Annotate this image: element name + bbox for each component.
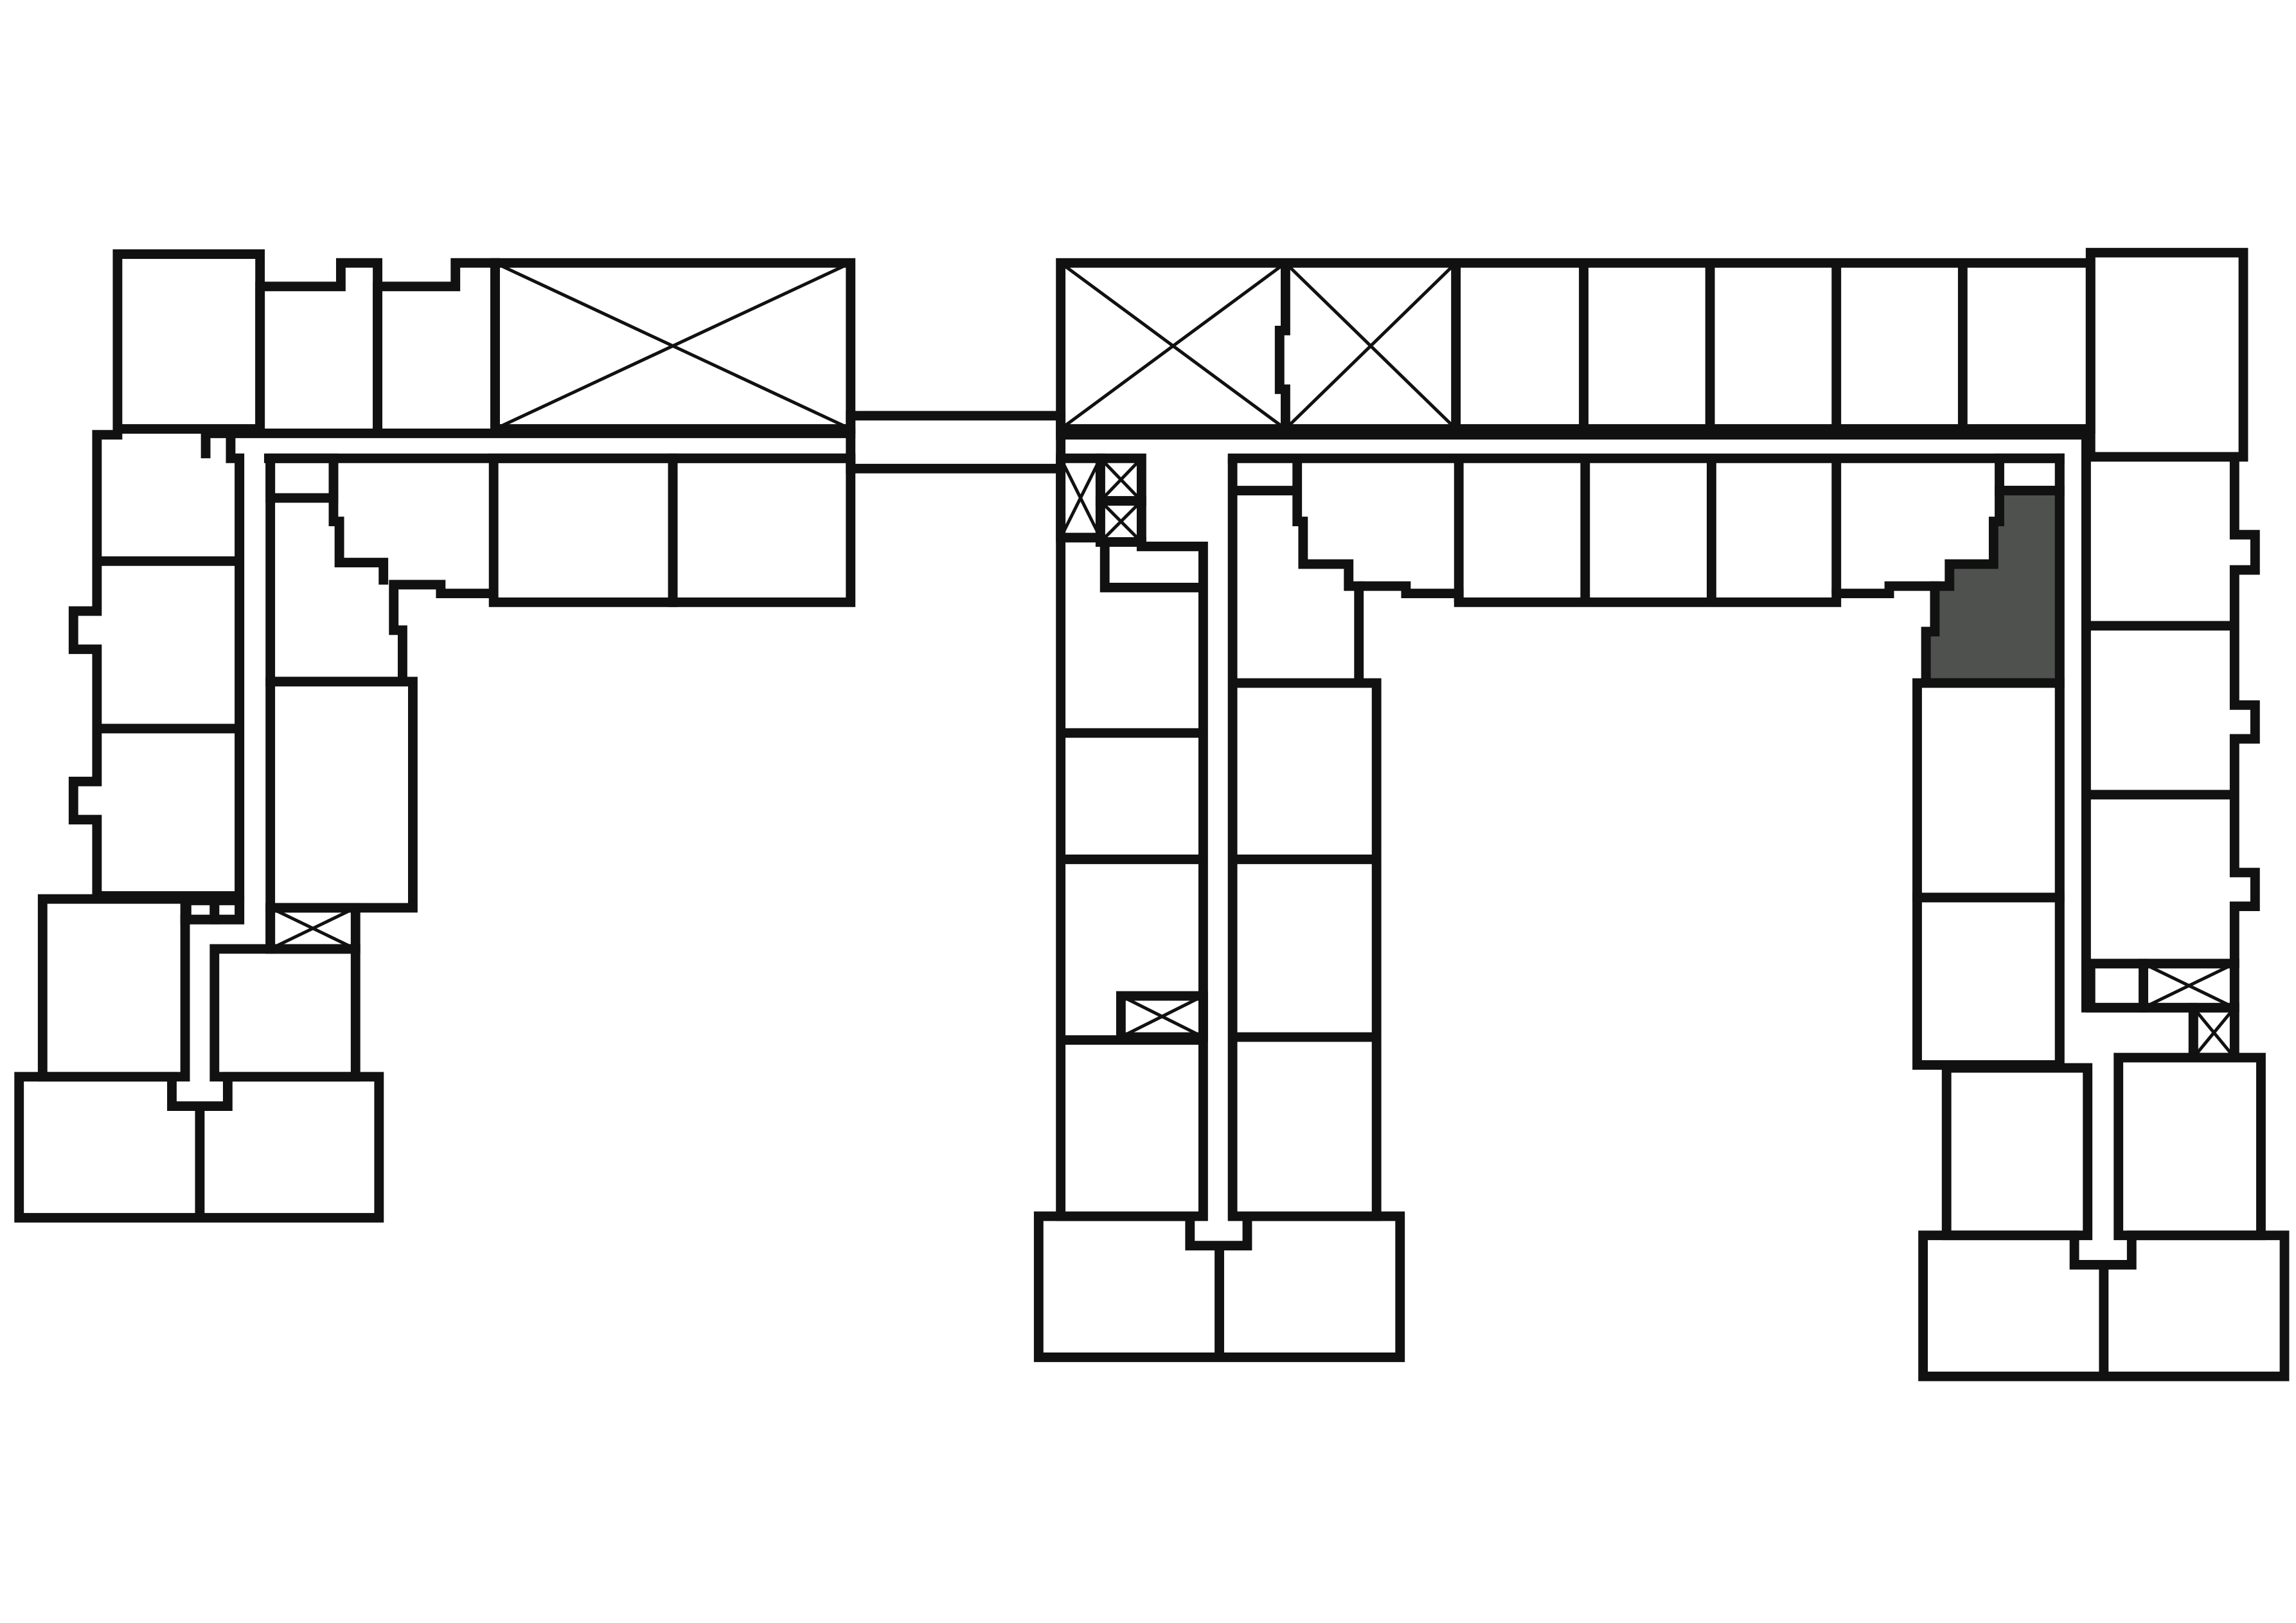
unit-east-bottom[interactable] (1918, 1230, 2290, 1381)
stair-cross-central-2 (1284, 262, 1457, 430)
unit-east-south-1[interactable] (1941, 1063, 2093, 1241)
corridor-east-north (1056, 430, 2091, 463)
east-wing (1912, 430, 2290, 1381)
corridor-east-vertical (2054, 430, 2198, 1070)
shaft-west-2 (209, 896, 245, 925)
stair-cross-east-b (2192, 1006, 2236, 1059)
unit-west-bottom[interactable] (14, 1072, 384, 1223)
utility-west-small (265, 453, 339, 503)
utility-east-small (1995, 453, 2065, 496)
unit-central-inner-edge (1358, 581, 1940, 684)
unit-east-south-2[interactable] (2114, 1052, 2266, 1241)
stair-cross-central-a (1059, 457, 1102, 538)
unit-west-north-corner[interactable] (112, 249, 265, 434)
stair-cross-central-d (1120, 994, 1204, 1039)
central-left-column (1056, 458, 1208, 1221)
unit-east-north-corner[interactable] (2085, 247, 2248, 462)
east-outer-column (2090, 452, 2260, 969)
north-row-east (1056, 247, 2248, 463)
utility-east-box (2085, 959, 2148, 1013)
unit-west-south-2[interactable] (209, 944, 360, 1082)
west-outer-column (68, 428, 245, 901)
selected-apartment[interactable] (1921, 486, 2065, 688)
corridor-west-vertical (180, 453, 276, 954)
central-wing (1033, 453, 1940, 1362)
unit-west-inner-corner[interactable] (265, 458, 494, 687)
stair-cross-central-1 (1060, 262, 1286, 430)
bridge-corridor (846, 411, 1066, 474)
unit-central-bottom[interactable] (1033, 1211, 1405, 1362)
unit-east-inner-2[interactable] (1912, 892, 2065, 1070)
unit-west-inner-2[interactable] (668, 453, 856, 607)
unit-west-inner-1[interactable] (488, 453, 678, 607)
stair-cross-central-c (1099, 499, 1143, 544)
stair-cross-east-a (2142, 962, 2236, 1009)
central-right-column (1227, 458, 1382, 1221)
wall-north-1 (1274, 263, 1290, 429)
stair-cross-central-b (1099, 457, 1143, 502)
unit-west-north-3[interactable] (373, 258, 500, 429)
bridge (846, 411, 1066, 474)
unit-west-south-1[interactable] (37, 894, 190, 1082)
unit-east-inner-1[interactable] (1912, 678, 2065, 903)
stair-cross-west-inner (269, 906, 357, 951)
unit-west-inner-3[interactable] (265, 677, 418, 913)
stair-central-d (1116, 991, 1208, 1042)
north-row-frame (1056, 258, 2096, 434)
west-wing (14, 249, 856, 1223)
stair-cross-west-north (494, 261, 851, 430)
unit-west-north-2[interactable] (255, 258, 382, 429)
